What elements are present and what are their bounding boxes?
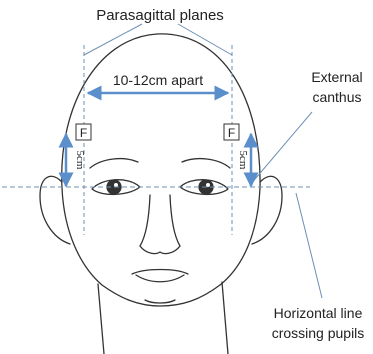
- measure-right-label: 5cm: [237, 151, 249, 170]
- measure-left-label: 5cm: [74, 151, 86, 170]
- guide-lines: [2, 24, 322, 298]
- title-pointer-right: [178, 24, 232, 55]
- canthus-label-line2: canthus: [312, 89, 361, 105]
- marker-left-text: F: [80, 126, 87, 140]
- marker-right: F: [224, 124, 239, 140]
- distance-label: 10-12cm apart: [113, 72, 203, 88]
- marker-left: F: [76, 124, 91, 140]
- title-label: Parasagittal planes: [96, 7, 224, 24]
- pupil-label-line1: Horizontal line: [274, 305, 363, 321]
- marker-right-text: F: [228, 126, 235, 140]
- canthus-label-line1: External: [311, 69, 362, 85]
- pupil-label-line2: crossing pupils: [272, 325, 365, 341]
- measurement-arrows: [66, 93, 251, 186]
- canthus-pointer: [250, 112, 312, 185]
- pupil-line-pointer: [296, 193, 322, 298]
